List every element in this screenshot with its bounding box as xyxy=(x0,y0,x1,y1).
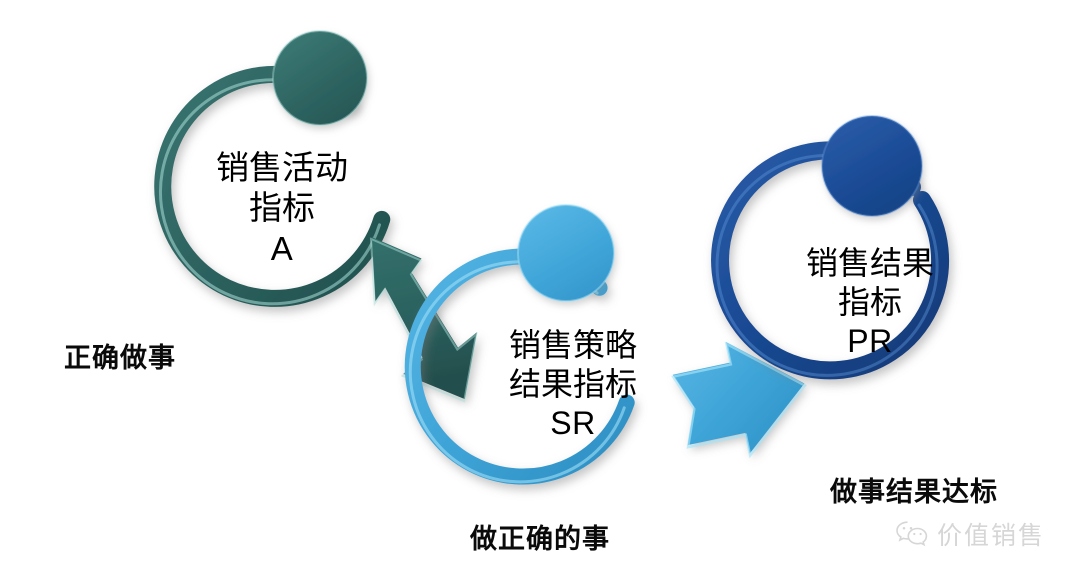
caption-do-right-things: 做正确的事 xyxy=(470,524,610,554)
caption-result-on-target: 做事结果达标 xyxy=(830,477,998,507)
arrow-strategy-highlight xyxy=(671,341,807,459)
node-sales-activity-metric[interactable] xyxy=(146,30,391,318)
dot-activity-highlight xyxy=(272,30,368,126)
node-sales-result-metric[interactable] xyxy=(711,115,950,380)
arrow-strategy-to-result xyxy=(671,341,807,459)
dot-result xyxy=(822,116,922,216)
dot-strategy xyxy=(518,205,614,301)
ring-result xyxy=(711,141,950,380)
dot-result-highlight xyxy=(821,115,923,217)
ring-activity-highlight xyxy=(159,78,382,306)
ring-result-highlight xyxy=(715,153,939,377)
wechat-icon xyxy=(896,521,928,547)
dot-activity xyxy=(273,31,367,125)
arrow-activity-highlight xyxy=(369,237,478,403)
dot-strategy-highlight xyxy=(517,204,615,302)
ring-activity xyxy=(154,65,391,307)
ring-strategy-highlight xyxy=(408,260,626,484)
wechat-watermark: 价值销售 xyxy=(895,516,1045,552)
watermark-text: 价值销售 xyxy=(937,522,1046,550)
node-sales-strategy-result-metric[interactable] xyxy=(399,204,635,493)
caption-correct-doing: 正确做事 xyxy=(64,343,176,373)
